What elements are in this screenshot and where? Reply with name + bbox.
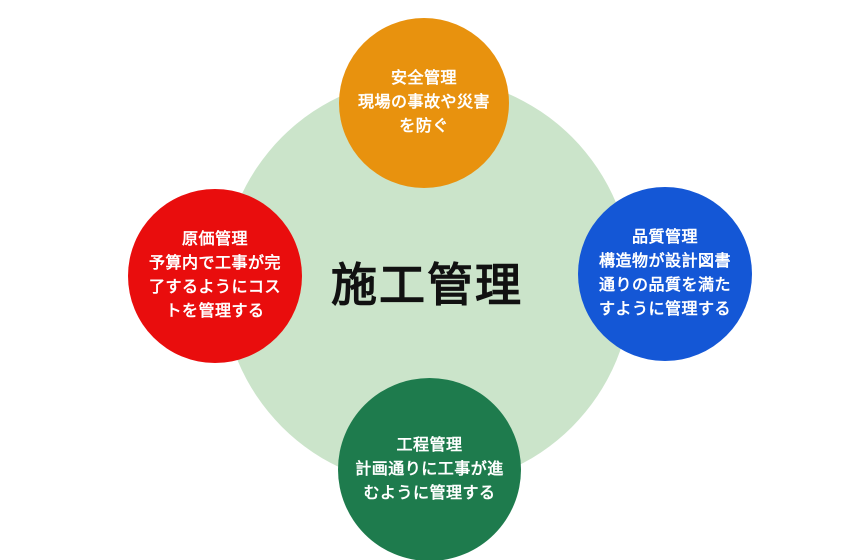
node-cost-text: 原価管理 予算内で工事が完 了するようにコス トを管理する [148, 231, 281, 320]
node-safety-management: 安全管理 現場の事故や災害 を防ぐ [339, 18, 509, 188]
node-cost-management: 原価管理 予算内で工事が完 了するようにコス トを管理する [128, 189, 302, 363]
node-schedule-management: 工程管理 計画通りに工事が進 むように管理する [338, 378, 521, 560]
node-safety-text: 安全管理 現場の事故や災害 を防ぐ [357, 70, 490, 135]
diagram-title: 施工管理 [331, 259, 523, 311]
node-schedule-text: 工程管理 計画通りに工事が進 むように管理する [355, 436, 504, 502]
node-quality-management: 品質管理 構造物が設計図書 通りの品質を満た すように管理する [578, 187, 752, 361]
node-quality-text: 品質管理 構造物が設計図書 通りの品質を満た すように管理する [598, 229, 731, 318]
